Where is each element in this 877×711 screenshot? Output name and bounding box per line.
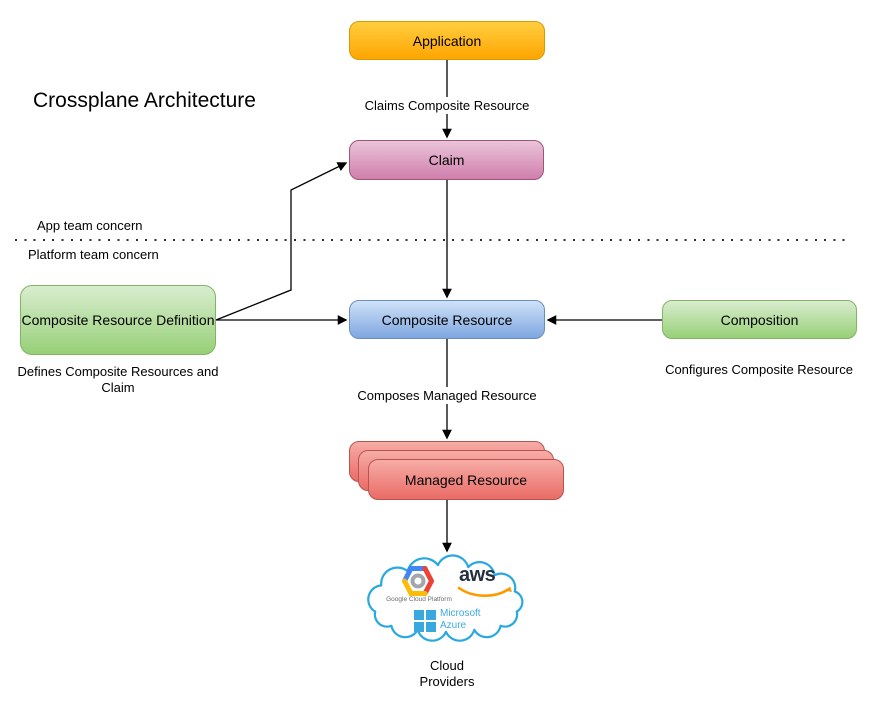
cloud-providers-caption: Cloud Providers (419, 658, 475, 690)
gcp-hexagon-center (410, 573, 426, 589)
azure-wordmark-line1: Microsoft (440, 608, 481, 619)
node-managed-resource: Managed Resource (368, 459, 564, 500)
node-claim-label: Claim (428, 152, 465, 168)
azure-wordmark: Microsoft Azure (440, 608, 481, 631)
node-application-label: Application (412, 32, 482, 49)
aws-wordmark: aws (459, 564, 496, 586)
microsoft-window-icon (414, 610, 436, 632)
node-composite-resource-label: Composite Resource (381, 311, 513, 328)
azure-wordmark-line2: Azure (440, 619, 467, 631)
gcp-hexagon-red-segment (422, 566, 434, 596)
gcp-hexagon-yellow-segment (402, 578, 428, 596)
microsoft-window-pane (426, 610, 436, 620)
node-application: Application (349, 21, 545, 60)
crd-caption: Defines Composite Resources and Claim (17, 364, 219, 396)
app-team-concern-label: App team concern (37, 218, 143, 233)
aws-smile-arrow-tip (505, 586, 512, 592)
node-composite-resource-definition: Composite Resource Definition (20, 285, 216, 355)
microsoft-window-pane (414, 610, 424, 620)
aws-smile-icon (457, 586, 512, 597)
node-composition-label: Composition (720, 311, 799, 328)
node-managed-resource-label: Managed Resource (404, 471, 528, 488)
google-cloud-platform-icon (402, 566, 434, 596)
page-title: Crossplane Architecture (33, 89, 256, 112)
arrow-crd-to-claim (215, 162, 348, 321)
node-claim: Claim (349, 140, 544, 180)
gcp-label: Google Cloud Platform (386, 596, 452, 603)
microsoft-window-pane (426, 622, 436, 632)
team-concern-divider (15, 239, 849, 241)
aws-smile-arc (457, 586, 510, 597)
microsoft-window-pane (414, 622, 424, 632)
node-composition: Composition (662, 300, 857, 339)
node-composite-resource: Composite Resource (349, 300, 545, 339)
edge-label-claims-composite-resource: Claims Composite Resource (337, 97, 557, 114)
composition-caption: Configures Composite Resource (665, 362, 853, 377)
node-composite-resource-definition-label: Composite Resource Definition (21, 312, 215, 328)
platform-team-concern-label: Platform team concern (28, 247, 159, 262)
gcp-hexagon-blue-segment (402, 566, 428, 584)
edge-label-composes-managed-resource: Composes Managed Resource (337, 387, 557, 404)
